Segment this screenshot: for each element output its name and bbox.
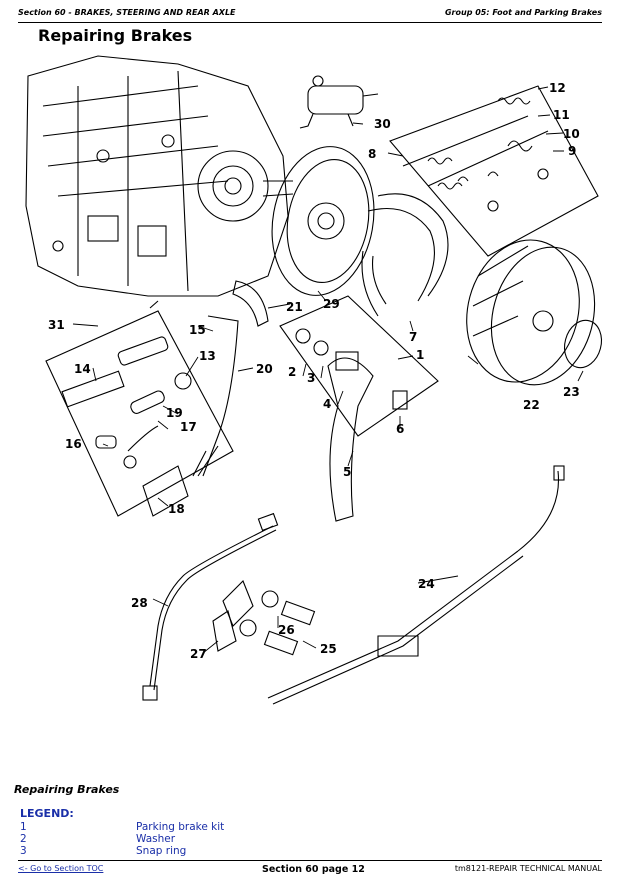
springs-kit-outline [389, 85, 599, 257]
parking-brake-kit-outline [279, 295, 439, 522]
page-header: Section 60 - BRAKES, STEERING AND REAR A… [18, 8, 602, 22]
callout-31: 31 [48, 318, 65, 332]
callout-4: 4 [323, 397, 331, 411]
figure-caption: Repairing Brakes [14, 783, 120, 796]
legend-number: 1 [20, 821, 27, 833]
header-group: Group 05: Foot and Parking Brakes [444, 8, 602, 17]
callout-12: 12 [549, 81, 566, 95]
callout-5: 5 [343, 465, 351, 479]
callout-8: 8 [368, 147, 376, 161]
callout-17: 17 [180, 420, 197, 434]
callout-18: 18 [168, 502, 185, 516]
callout-28: 28 [131, 596, 148, 610]
parking-brake-cable [267, 465, 565, 705]
strut-and-bracket [192, 280, 269, 477]
mounting-bracket-and-bolts [212, 580, 316, 656]
callout-27: 27 [190, 647, 207, 661]
o-ring [563, 319, 603, 369]
exploded-brake-diagram: 1 2 3 4 5 6 7 8 9 10 11 12 13 14 15 16 1… [25, 55, 603, 705]
callout-15: 15 [189, 323, 206, 337]
callout-21: 21 [286, 300, 303, 314]
legend-description: Snap ring [136, 845, 187, 857]
callout-19: 19 [166, 406, 183, 420]
callout-9: 9 [568, 144, 576, 158]
legend-number: 3 [20, 845, 27, 857]
footer-divider [18, 860, 602, 861]
toc-link[interactable]: <- Go to Section TOC [18, 864, 104, 873]
callout-30: 30 [374, 117, 391, 131]
header-divider [18, 22, 602, 23]
callout-1: 1 [416, 348, 424, 362]
callout-3: 3 [307, 371, 315, 385]
legend-number: 2 [20, 833, 27, 845]
callout-29: 29 [323, 297, 340, 311]
callout-6: 6 [396, 422, 404, 436]
callout-7: 7 [409, 330, 417, 344]
callout-20: 20 [256, 362, 273, 376]
callout-13: 13 [199, 349, 216, 363]
callout-25: 25 [320, 642, 337, 656]
backing-plate [271, 146, 375, 296]
legend-title: LEGEND: [20, 807, 74, 820]
callout-23: 23 [563, 385, 580, 399]
transmission-housing [25, 55, 294, 297]
page-title: Repairing Brakes [38, 26, 193, 45]
callout-24: 24 [418, 577, 435, 591]
brake-shoes [361, 193, 449, 317]
brake-drum [466, 239, 596, 386]
header-section: Section 60 - BRAKES, STEERING AND REAR A… [18, 8, 236, 17]
brake-pipe [142, 512, 279, 701]
wheel-cylinder [299, 75, 379, 129]
callout-26: 26 [278, 623, 295, 637]
legend-description: Parking brake kit [136, 821, 225, 833]
callout-14: 14 [74, 362, 91, 376]
page-number: Section 60 page 12 [262, 864, 365, 875]
callout-10: 10 [563, 127, 580, 141]
callout-11: 11 [553, 108, 570, 122]
callout-22: 22 [523, 398, 540, 412]
parts-kit-outline [45, 300, 234, 517]
manual-name: tm8121-REPAIR TECHNICAL MANUAL [454, 864, 602, 873]
callout-16: 16 [65, 437, 82, 451]
legend-description: Washer [136, 833, 176, 845]
callout-2: 2 [288, 365, 296, 379]
